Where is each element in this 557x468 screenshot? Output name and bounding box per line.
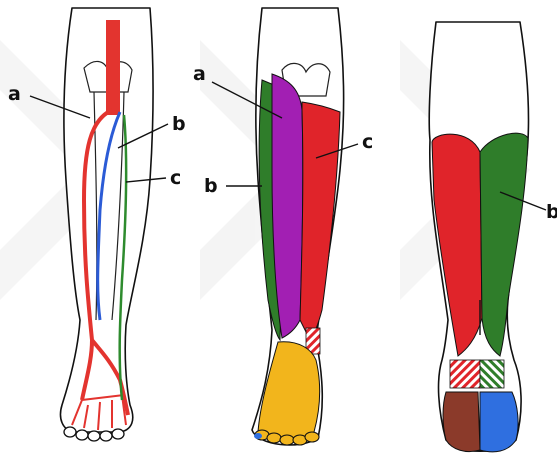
right-ankle-hatch-red: [450, 360, 480, 388]
middle-label-c: c: [362, 131, 373, 153]
middle-compartment-purple: [272, 74, 303, 338]
right-ankle-hatch-green: [480, 360, 504, 388]
right-label-b: b: [546, 201, 557, 223]
left-label-a: a: [8, 83, 21, 105]
right-heel-brown: [443, 392, 480, 452]
middle-label-a: a: [193, 63, 206, 85]
middle-toe-tip-blue: [254, 433, 262, 439]
right-compartment-green: [480, 133, 528, 356]
left-label-b: b: [172, 113, 186, 135]
middle-label-b: b: [204, 175, 218, 197]
left-label-c: c: [170, 167, 181, 189]
left-artery-trunk: [106, 20, 120, 115]
middle-foot-yellow: [258, 342, 320, 439]
right-heel-blue: [480, 392, 518, 452]
right-leg: b: [429, 22, 557, 452]
